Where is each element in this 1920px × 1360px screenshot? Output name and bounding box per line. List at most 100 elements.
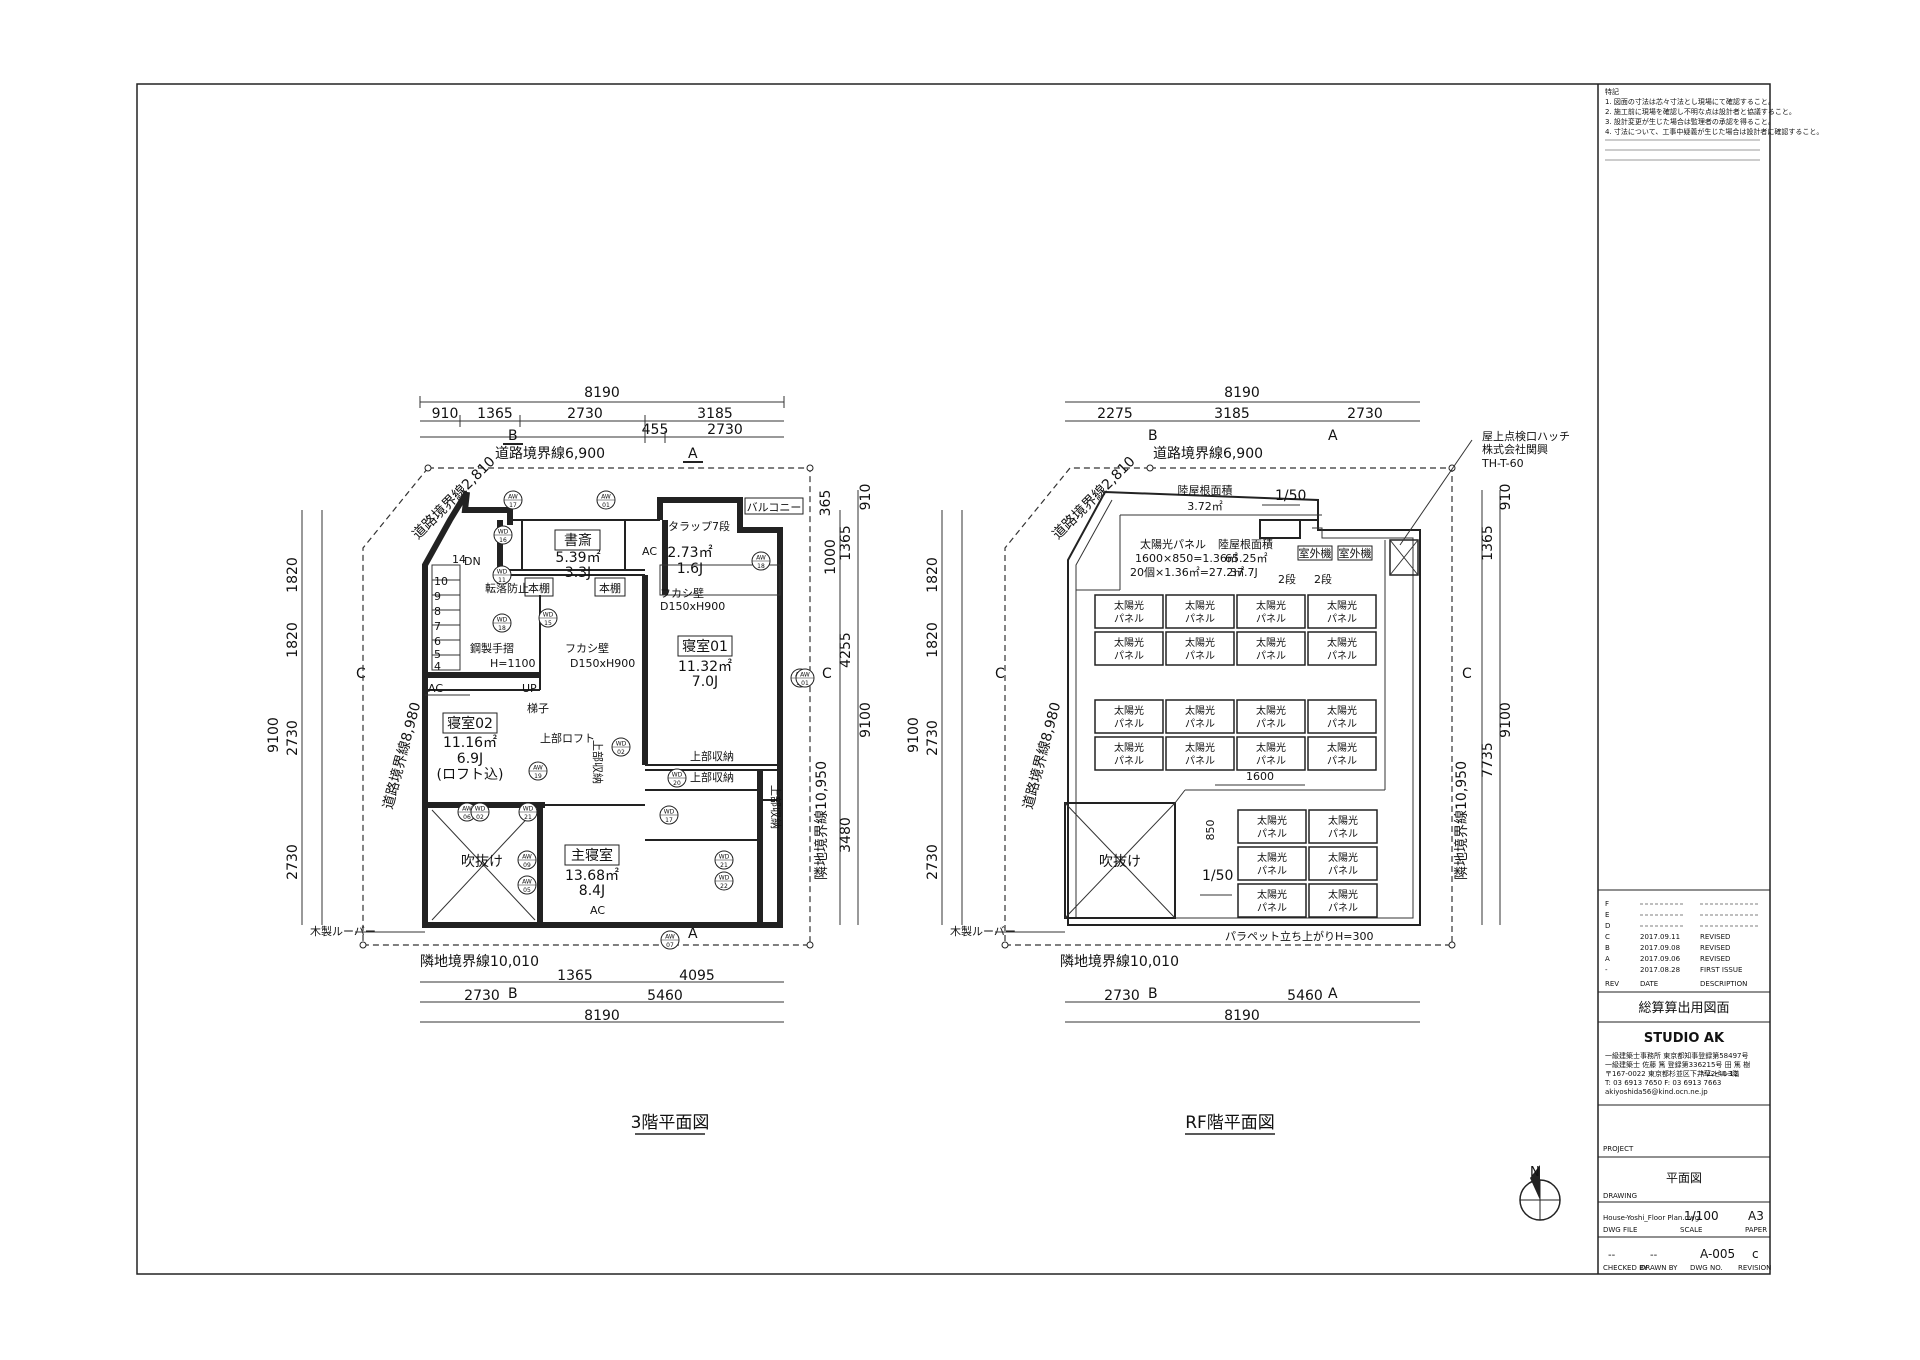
solar-panel-label: 太陽光 [1114,599,1144,612]
section-marks-3f: B A C C B A [356,428,832,1002]
neighbor-boundary-bottom: 隣地境界線10,010 [420,954,539,970]
window-tag-number: 22 [720,883,728,890]
window-tag-number: 15 [544,620,552,627]
balcony-label: バルコニー [747,501,802,514]
sheet-border [136,83,1771,1275]
rev-letter: C [1605,933,1610,941]
drawn-value: -- [1650,1250,1658,1261]
solar-panel-label: 太陽光 [1185,741,1215,754]
solar-panel-label: パネル [1185,718,1215,730]
stair-num: 6 [434,635,441,648]
solar-panel: 太陽光パネル [1236,631,1306,666]
road-boundary-diag: 道路境界線2,810 [1050,454,1139,543]
dim-1600: 1600 [1246,770,1274,783]
dim-top: 1365 [477,406,513,422]
roof-outline-rf: 吹抜け [1064,491,1421,926]
solar-panel-label: 太陽光 [1327,599,1357,612]
window-tag-number: 16 [499,537,507,544]
dwg-no-label: DWG NO. [1690,1264,1723,1272]
window-tag-type: WD [497,569,508,576]
louver-label: 木製ルーバー [310,924,376,938]
stair-dn: DN [464,555,481,568]
solar-panel: 太陽光パネル [1236,594,1306,629]
fukashi-wall-dim: D150xH900 [660,600,725,613]
window-tag-type: WD [616,741,627,748]
stair-num: 4 [434,660,441,673]
dim-bottom: 1365 [557,968,593,984]
solar-panel-label: パネル [1257,902,1287,914]
solar-panel: 太陽光パネル [1237,883,1307,918]
window-tag-number: 11 [498,577,506,584]
handrail-height: H=1100 [490,657,535,670]
rev-description: REVISED [1700,955,1730,963]
solar-panel-label: 太陽光 [1256,704,1286,717]
upper-storage-label: 上部収納 [769,785,783,829]
section-marks-rf: B A C C B A [995,428,1472,1002]
window-tag-number: 21 [720,862,728,869]
solar-panel-label: 太陽光 [1114,636,1144,649]
note-line: 2. 施工前に現場を確認し不明な点は設計者と協議すること。 [1605,107,1796,116]
window-tag-type: WD [672,772,683,779]
solar-panel-array: 太陽光パネル太陽光パネル太陽光パネル太陽光パネル太陽光パネル太陽光パネル太陽光パ… [1094,594,1378,918]
drawing-title: 平面図 [1666,1171,1702,1185]
window-tag-number: 07 [666,942,674,949]
plan-caption-rf: RF階平面図 [1185,1113,1275,1133]
ac-label: AC [428,682,443,695]
window-tag-type: WD [543,612,554,619]
paper-value: A3 [1748,1209,1764,1223]
solar-panel: 太陽光パネル [1094,736,1164,771]
dim-right: 4255 [838,632,854,668]
solar-panel: 太陽光パネル [1094,631,1164,666]
window-tag-type: WD [523,806,534,813]
checked-value: -- [1608,1250,1616,1261]
dim-left: 1820 [925,557,941,593]
solar-panel-label: 太陽光 [1256,599,1286,612]
room-area: 11.16㎡ [443,735,497,751]
dim-left: 2730 [285,844,301,880]
rev-description: FIRST ISSUE [1700,966,1742,974]
room-name: 書斎 [564,532,592,549]
solar-panel-label: パネル [1114,718,1144,730]
room-area: 2.73㎡ [667,545,712,561]
window-tag-type: AW [800,672,810,679]
solar-panel: 太陽光パネル [1237,809,1307,844]
dims-left-3f: 1820 1820 2730 2730 9100 [266,510,323,925]
outdoor-unit-label: 室外機 [1299,546,1332,560]
solar-panel-label: 太陽光 [1328,888,1358,901]
labels-3f: バルコニー タラップ7段 フカシ壁 D150xH900 フカシ壁 D150xH9… [310,497,804,938]
section-mark-a: A [1328,428,1338,444]
solar-panel: 太陽光パネル [1307,736,1377,771]
window-tags-3f: AW17AW01WD16WD11AW18WD15WD18AW16WD20WD02… [457,490,815,950]
window-tag-type: WD [497,617,508,624]
window-tag-number: 18 [498,625,506,632]
upper-storage-label: 上部収納 [690,770,734,784]
solar-panel: 太陽光パネル [1308,883,1378,918]
window-tag-type: WD [719,854,730,861]
solar-panel: 太陽光パネル [1094,594,1164,629]
window-tag-number: 19 [534,773,542,780]
dim-total-top: 8190 [1224,385,1260,401]
window-tag-number: 21 [524,814,532,821]
dims-bottom-3f: 1365 4095 2730 5460 8190 [420,968,784,1024]
north-arrow-icon [1530,1165,1540,1200]
parapet-label: パラペット立ち上がりH=300 [1225,929,1373,943]
window-tag-number: 09 [523,862,531,869]
upper-storage-label: 上部収納 [591,740,605,784]
firm-line: T: 03 6913 7650 F: 03 6913 7663 [1604,1079,1721,1087]
dims-bottom-rf: 2730 5460 8190 [1065,988,1420,1024]
solar-panel: 太陽光パネル [1094,699,1164,734]
dim-bottom-total: 8190 [1224,1008,1260,1024]
note-line: 1. 図面の寸法は芯々寸法とし現場にて確認すること。 [1605,97,1775,106]
room-small: 2.73㎡ 1.6J [667,545,712,577]
solar-panel-label: パネル [1328,902,1358,914]
louver-label: 木製ルーバー [950,924,1016,938]
solar-panel-label: パネル [1256,718,1286,730]
dim-bottom: 2730 [1104,988,1140,1004]
room-area: 11.32㎡ [678,659,732,675]
dim-right: 365 [818,490,834,517]
window-tag-type: AW [533,765,543,772]
window-tag-number: 05 [523,887,531,894]
hatch-title: 屋上点検口ハッチ [1482,429,1570,443]
rev-letter: A [1605,955,1610,963]
plan-rf: 8190 2275 3185 2730 B A C C B A 道路境界線6,9… [906,385,1570,1135]
